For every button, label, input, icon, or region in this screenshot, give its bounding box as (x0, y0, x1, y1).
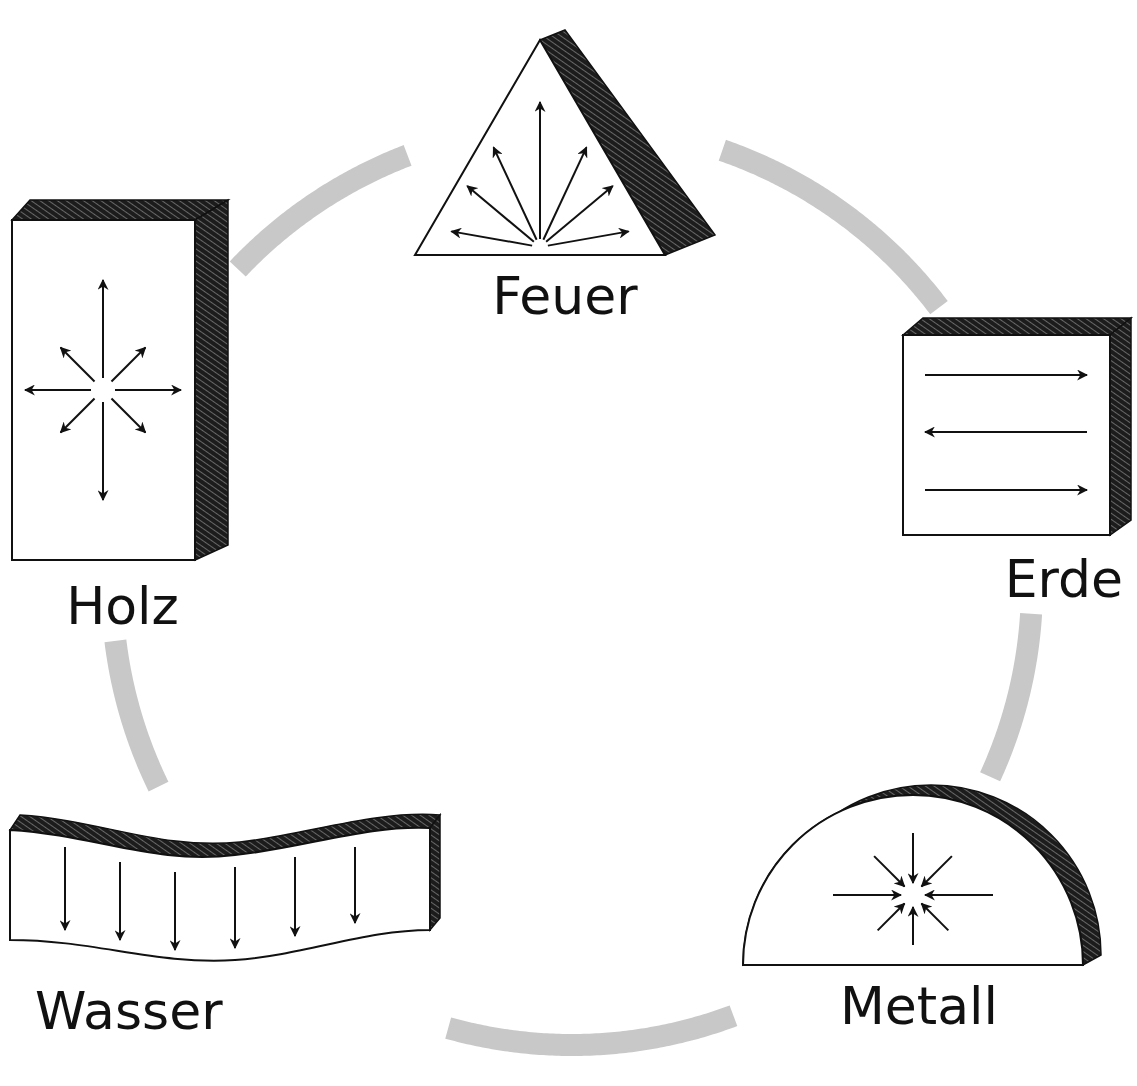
force-arrow (64, 847, 66, 930)
force-arrow (451, 231, 532, 245)
shape-face (10, 828, 430, 961)
cycle-arc (990, 614, 1031, 777)
force-arrow (61, 398, 95, 432)
force-arrow (925, 431, 1087, 433)
shape-face (12, 220, 195, 560)
element-shape (895, 310, 1133, 548)
element-name: Feuer (410, 265, 720, 327)
force-arrow (833, 894, 901, 896)
cycle-arc (238, 155, 408, 269)
cycle-arc (448, 1016, 733, 1045)
force-arrow (921, 856, 951, 886)
force-arrow (111, 348, 145, 382)
shape-side (430, 815, 440, 930)
element-shape (5, 790, 445, 980)
shape-face (743, 795, 1083, 965)
force-arrow (61, 348, 95, 382)
element-node: Feuer (410, 25, 720, 327)
force-arrow (294, 857, 296, 936)
shape-side (903, 318, 1131, 335)
force-arrow (111, 398, 145, 432)
force-arrow (546, 186, 613, 242)
force-arrow (925, 489, 1087, 491)
shape-side (195, 200, 228, 560)
force-arrow (119, 862, 121, 940)
force-arrow (878, 903, 905, 930)
force-arrow (25, 389, 91, 391)
element-name: Holz (10, 575, 235, 637)
force-arrow (925, 894, 993, 896)
shape-face (903, 335, 1110, 535)
force-arrow (548, 231, 629, 245)
force-arrow (921, 903, 948, 930)
element-shape (410, 25, 720, 265)
element-node: Wasser (5, 790, 445, 1042)
force-arrow (234, 867, 236, 948)
cycle-arc (115, 641, 158, 787)
element-node: Metall (738, 780, 1100, 1037)
force-arrow (912, 833, 914, 883)
force-arrow (874, 856, 904, 886)
element-name: Wasser (5, 980, 445, 1042)
element-node: Holz (10, 195, 235, 637)
cycle-arc (722, 150, 939, 307)
force-arrow (354, 847, 356, 923)
element-name: Metall (738, 975, 1100, 1037)
force-arrow (174, 872, 176, 950)
element-shape (738, 780, 1100, 975)
shape-side (12, 200, 228, 220)
force-arrow (467, 186, 534, 242)
force-arrow (912, 907, 914, 945)
force-arrow (102, 280, 104, 378)
shape-side (743, 785, 1101, 965)
element-name: Erde (895, 548, 1133, 610)
force-arrow (102, 402, 104, 500)
force-arrow (115, 389, 181, 391)
force-arrow (925, 374, 1087, 376)
shape-face (415, 40, 665, 255)
element-node: Erde (895, 310, 1133, 610)
shape-side (1110, 318, 1131, 535)
force-arrow (539, 102, 541, 239)
element-shape (10, 195, 235, 575)
